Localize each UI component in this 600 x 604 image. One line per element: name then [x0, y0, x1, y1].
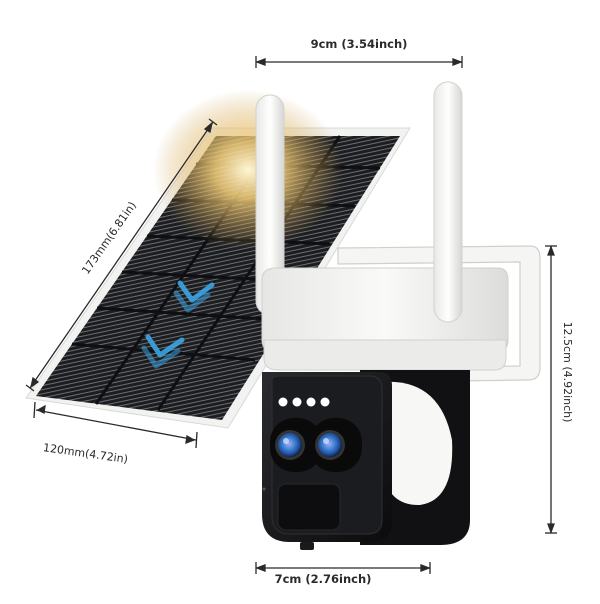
- side-white-panel: [382, 381, 453, 506]
- dimension-lines: [25, 56, 557, 574]
- dimension-panel-width: 120mm(4.72in): [42, 441, 129, 466]
- led-icon: [278, 397, 288, 407]
- led-icon: [320, 397, 330, 407]
- solar-panel: [25, 90, 411, 429]
- charging-arrows-icon: [141, 280, 215, 369]
- sun-glare: [153, 90, 343, 250]
- camera-head: [261, 267, 509, 371]
- led-icon: [306, 397, 316, 407]
- led-icon: [292, 397, 302, 407]
- led-lights: [278, 397, 330, 407]
- pir-sensor: [277, 483, 341, 531]
- dual-lens: [270, 418, 362, 472]
- microphone-icon: [262, 487, 266, 491]
- camera-foot: [300, 542, 314, 550]
- dimension-top-width: 9cm (3.54inch): [311, 37, 408, 51]
- antenna-right: [433, 81, 463, 323]
- dimension-bottom-width: 7cm (2.76inch): [275, 572, 372, 586]
- dimension-height: 12.5cm (4.92inch): [561, 322, 574, 423]
